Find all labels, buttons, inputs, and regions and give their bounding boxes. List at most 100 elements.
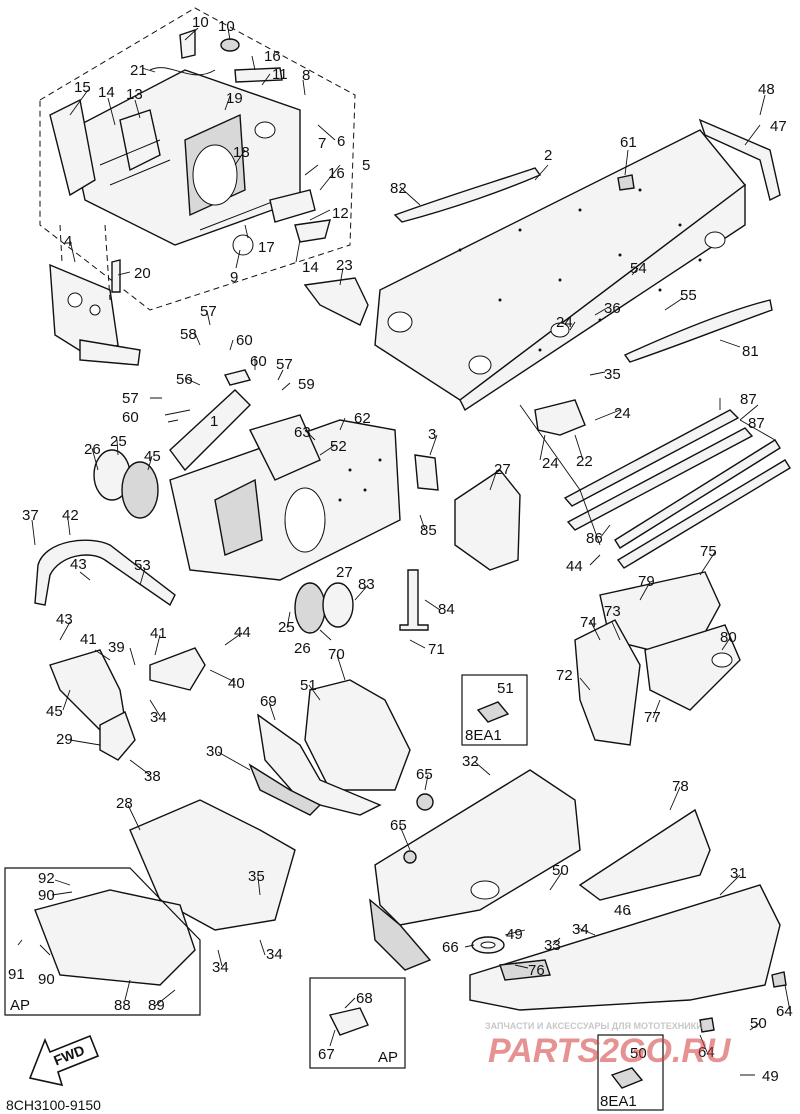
callout-41-b: 39 [108,639,125,656]
callout-50-a: 50 [552,862,569,879]
watermark-tagline: ЗАПЧАСТИ И АКСЕССУАРЫ ДЛЯ МОТОТЕХНИКИ [485,1021,703,1031]
callout-92: 92 [38,870,55,887]
callout-34-a: 29 [56,731,73,748]
callout-82: 82 [390,180,407,197]
callout-80: 80 [720,629,737,646]
callout-62: 63 [294,424,311,441]
callout-55: 55 [680,287,697,304]
step-board-31 [469,884,781,1011]
callout-16-b: 16 [328,165,345,182]
callout-26-b: 27 [336,564,353,581]
handlebar-37 [34,539,176,607]
callout-44-b: 41 [150,625,167,642]
callout-9: 9 [230,269,238,286]
callout-52: 3 [428,426,436,443]
svg-text:AP: AP [10,997,30,1014]
callout-39: 40 [228,675,245,692]
callout-30: 30 [206,743,223,760]
pad-64-a [771,971,787,988]
callout-59: 59 [298,376,315,393]
callout-3: 27 [494,461,511,478]
callout-63: 52 [330,438,347,455]
grommets [93,449,354,634]
callout-84: 71 [428,641,445,658]
rails-85-86 [519,404,791,569]
callout-45-a: 37 [22,507,39,524]
callout-91: 91 [8,966,25,983]
callout-11: 11 [272,66,288,83]
svg-text:AP: AP [378,1049,398,1066]
callout-13: 13 [126,86,143,103]
callout-35-b: 35 [248,868,265,885]
callout-6: 6 [337,133,345,150]
callout-70: 51 [300,677,317,694]
plate-52 [414,454,439,491]
callout-79: 79 [638,573,655,590]
callout-60-b: 60 [250,353,267,370]
callout-10-b: 10 [218,18,235,35]
diagram-code: 8CH3100-9150 [6,1097,101,1113]
callout-42: 43 [70,556,87,573]
frame-subassembly-group [39,7,356,311]
leader-lines [17,27,791,1076]
callout-8: 8 [302,67,310,84]
callout-34-b: 34 [212,959,229,976]
bracket-76 [499,959,551,981]
callout-12: 12 [332,205,349,222]
callout-19: 19 [226,90,243,107]
callout-14-a: 14 [98,84,115,101]
callout-23: 23 [336,257,353,274]
box-ap-mid: AP [309,977,406,1069]
callout-27-b: 83 [358,576,375,593]
callout-64-b: 64 [698,1044,715,1061]
callout-69: 69 [260,693,277,710]
callout-89: 89 [148,997,165,1014]
callout-32: 32 [462,753,479,770]
callout-65-a: 65 [416,766,433,783]
callout-74: 74 [580,614,597,631]
callout-57-a: 57 [200,303,217,320]
callout-7: 7 [318,135,326,152]
callout-24-b: 24 [614,405,631,422]
callout-58: 58 [180,326,197,343]
panel-80 [711,652,733,668]
callout-17: 17 [258,239,275,256]
callout-34-c: 34 [266,946,283,963]
callout-78: 78 [672,778,689,795]
callout-65-b: 65 [390,817,407,834]
callout-75: 75 [700,543,717,560]
svg-text:8EA1: 8EA1 [600,1093,637,1110]
callout-22: 22 [576,453,593,470]
callout-4: 4 [64,233,72,250]
callout-31: 31 [730,865,747,882]
callout-90-b: 90 [38,971,55,988]
callout-72: 72 [556,667,573,684]
callout-26-a: 25 [110,433,127,450]
callout-61: 61 [620,134,637,151]
main-frame-1 [169,369,401,581]
svg-text:50: 50 [630,1045,647,1062]
callout-47: 47 [770,118,787,135]
callout-44-a: 43 [56,611,73,628]
bracket-22 [534,399,586,436]
callout-43-a: 53 [134,557,151,574]
callout-25-b: 26 [294,640,311,657]
callout-81: 81 [742,343,759,360]
trim-81 [623,299,773,363]
callout-43-b: 41 [80,631,97,648]
callout-20: 20 [134,265,151,282]
tunnel-2 [374,129,747,412]
cap-65-a [416,793,434,811]
box-8ea1-top: 51 8EA1 [461,674,528,746]
panel-78 [578,808,711,901]
fwd-arrow-icon: FWD [28,1034,100,1087]
watermark-brand: PARTS2GO.RU [488,1032,732,1070]
trim-82 [393,167,542,223]
callout-54: 54 [630,260,647,277]
callout-24-c: 24 [542,455,559,472]
callout-38: 25 [278,619,295,636]
callout-86: 44 [566,558,583,575]
callout-60-c: 60 [122,409,139,426]
callout-25-a: 45 [144,448,161,465]
undercover-88 [34,889,196,986]
